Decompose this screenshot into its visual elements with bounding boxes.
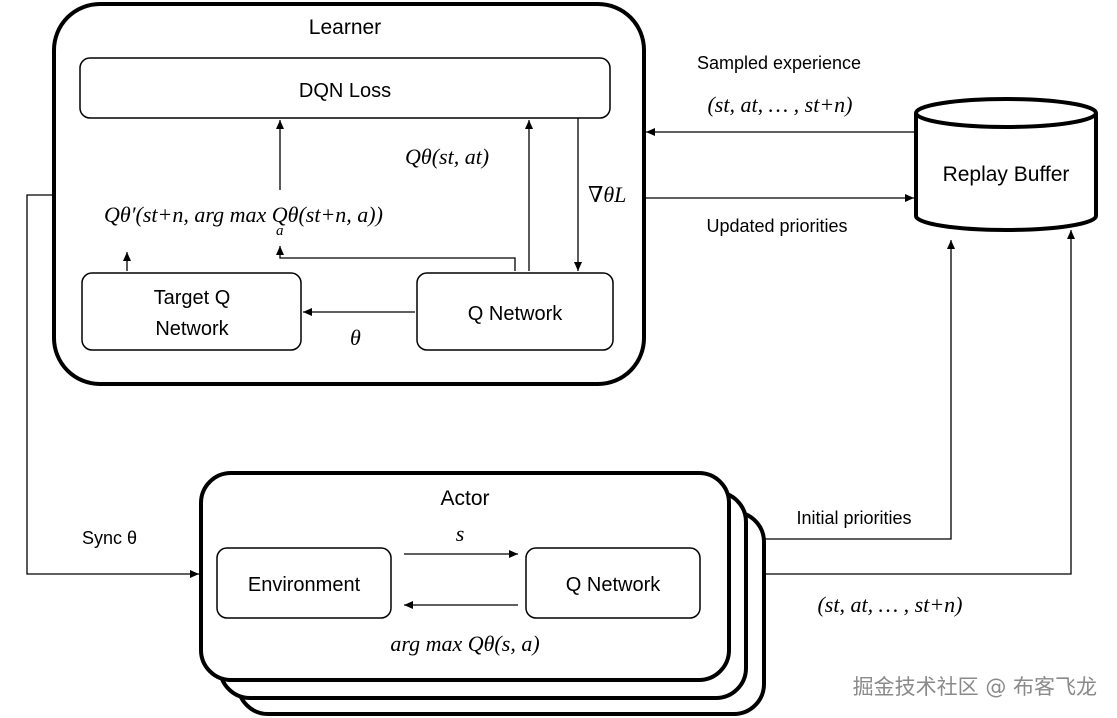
environment-label: Environment <box>248 574 361 596</box>
sync-theta-label: Sync θ <box>82 528 137 548</box>
initial-priorities-arrow <box>764 240 955 540</box>
learner-q-network-box <box>416 272 614 351</box>
q-value-label: Qθ(st, at) <box>405 144 489 169</box>
dqn-loss-label: DQN Loss <box>299 80 391 102</box>
watermark: 掘金技术社区 @ 布客飞龙 <box>853 675 1097 699</box>
learner-title: Learner <box>309 16 381 39</box>
target-expression-label: Qθ′(st+n, arg max Qθ(st+n, a)) <box>104 202 383 227</box>
gradient-label: ∇θL <box>588 182 626 207</box>
action-label: arg max Qθ(s, a) <box>390 631 539 656</box>
initial-priorities-label: Initial priorities <box>796 508 911 528</box>
actor-experience-tuple: (st, at, … , st+n) <box>817 592 962 617</box>
actor-q-network-label: Q Network <box>566 574 661 596</box>
qnetwork-to-argmax-arrow <box>276 246 516 271</box>
actor-q-network-box <box>525 547 701 619</box>
argmax-subscript: a <box>276 223 284 239</box>
target-q-network-box <box>81 272 302 351</box>
theta-label: θ <box>350 325 361 350</box>
target-q-network-label-line2: Network <box>155 318 229 340</box>
experience-to-buffer-arrow <box>764 230 1075 575</box>
replay-buffer-cylinder <box>914 113 1098 232</box>
target-q-network-label-line1: Target Q <box>154 287 231 309</box>
replay-buffer-top <box>914 97 1098 129</box>
replay-buffer-label: Replay Buffer <box>943 163 1070 186</box>
dqn-loss-box <box>79 57 611 119</box>
sync-theta-arrow <box>26 194 199 578</box>
sampled-experience-tuple: (st, at, … , st+n) <box>707 92 852 117</box>
updated-priorities-label: Updated priorities <box>706 216 847 236</box>
actor-container <box>199 471 731 682</box>
environment-box <box>216 547 392 619</box>
sampled-experience-label: Sampled experience <box>697 53 861 73</box>
actor-title: Actor <box>440 487 489 510</box>
state-label: s <box>456 521 465 546</box>
learner-q-network-label: Q Network <box>468 303 563 325</box>
